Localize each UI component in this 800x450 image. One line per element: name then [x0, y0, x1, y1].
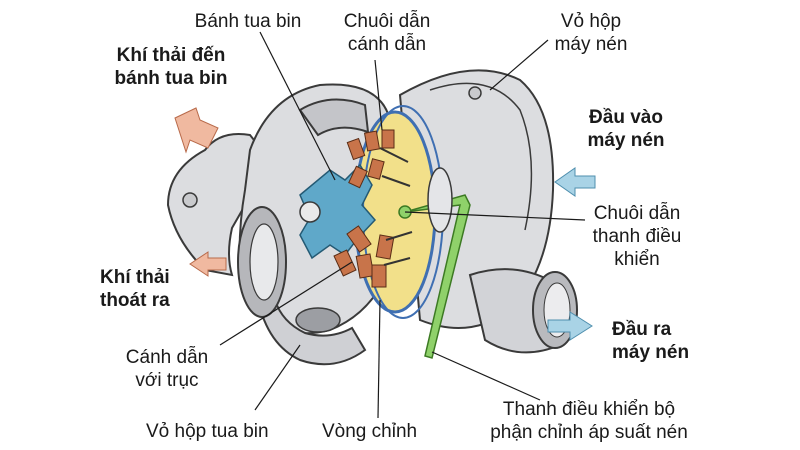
arrow-exhaust-in: [174, 107, 219, 154]
compressor-inlet-hub: [427, 167, 453, 233]
compressor-housing-rib: [429, 82, 533, 231]
label-turbine-housing: Vỏ hộp tua bin: [146, 421, 269, 442]
housing-bolt: [182, 192, 198, 208]
label-compressor-housing: Vỏ hộp máy nén: [554, 11, 628, 55]
control-rod-shape: [404, 194, 471, 359]
turbine-scroll-shape: [256, 299, 367, 366]
label-exhaust-in: Khí thải đến bánh tua bin: [114, 45, 228, 89]
label-vane-with-shaft: Cánh dẫn với trục: [125, 347, 209, 391]
turbine-housing-shape: [166, 133, 264, 277]
turbine-scroll-opening: [295, 307, 341, 333]
arrow-compressor-in: [554, 167, 596, 197]
turbine-hub: [299, 201, 321, 223]
label-exhaust-out: Khí thải thoát ra: [100, 267, 170, 311]
guide-vanes-lower: [333, 225, 395, 288]
compressor-bolt: [468, 86, 482, 100]
guide-vanes-upper: [346, 129, 395, 189]
label-control-rod-chain: Chuôi dẫn thanh điều khiển: [592, 203, 682, 270]
arrow-compressor-out: [547, 311, 593, 341]
label-compressor-inlet: Đầu vào máy nén: [587, 107, 665, 151]
label-turbine-wheel: Bánh tua bin: [194, 11, 302, 32]
label-rod-adjust: Thanh điều khiển bộ phận chỉnh áp suất n…: [490, 399, 688, 443]
turbine-scroll-upper: [298, 98, 370, 137]
label-guide-vane-chain: Chuôi dẫn cánh dẫn: [343, 11, 431, 55]
leader-lines: [219, 31, 586, 419]
label-compressor-outlet: Đầu ra máy nén: [612, 319, 690, 363]
label-adjust-ring: Vòng chỉnh: [322, 421, 418, 442]
arrow-exhaust-out: [189, 251, 227, 277]
exhaust-outlet-inner: [249, 223, 279, 301]
vane-pins: [379, 147, 413, 266]
